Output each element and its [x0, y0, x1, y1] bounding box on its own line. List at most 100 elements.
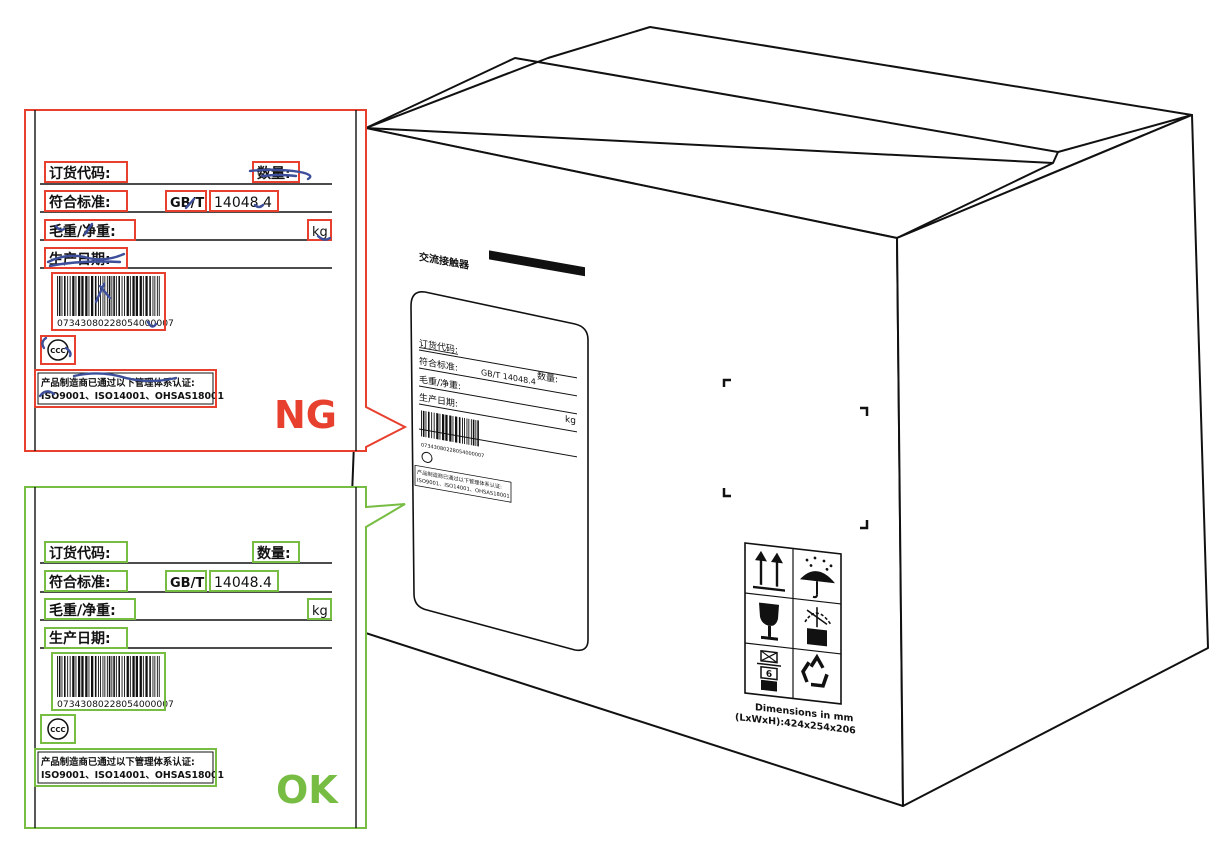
box-label-kg: kg: [565, 415, 576, 427]
barcode-bar: [145, 276, 148, 316]
barcode-bar: [464, 417, 465, 445]
barcode-bar: [115, 656, 117, 697]
barcode-bar: [57, 276, 58, 316]
ng-barcode-number: 07343080228054000007: [57, 318, 174, 329]
barcode-bar: [78, 656, 81, 697]
barcode-bar: [85, 656, 88, 697]
barcode-bar: [158, 276, 160, 316]
barcode-bar: [72, 276, 75, 316]
ng-order-code-box: [44, 161, 128, 183]
barcode-bar: [135, 656, 138, 697]
box-top-flap-line: [365, 57, 1193, 153]
barcode-bar: [75, 656, 77, 697]
ng-weight-label: 毛重/净重:: [49, 223, 116, 240]
ok-quantity-label: 数量:: [257, 545, 291, 562]
barcode-bar: [458, 417, 461, 444]
barcode-bar: [111, 276, 113, 316]
barcode-bar: [115, 276, 117, 316]
barcode-bar: [428, 411, 430, 438]
barcode-bar: [124, 656, 125, 697]
barcode-bar: [468, 418, 470, 445]
barcode-bar: [88, 656, 90, 697]
barcode-bar: [158, 656, 160, 697]
svg-text:CCC: CCC: [50, 726, 65, 734]
barcode-bar: [132, 656, 135, 697]
barcode-bar: [139, 276, 142, 316]
box-top-tape-line: [1052, 151, 1059, 164]
ng-callout-frame: [24, 109, 408, 452]
barcode-bar: [113, 276, 115, 316]
barcode-bar: [104, 656, 106, 697]
barcode-bar: [61, 276, 63, 316]
recycle-icon: [801, 653, 829, 688]
ok-standard-label: 符合标准:: [48, 574, 111, 591]
ng-quantity-label: 数量:: [257, 165, 291, 182]
barcode-bar: [472, 419, 475, 446]
ng-standard-label: 符合标准:: [48, 194, 111, 211]
barcode-bar: [142, 276, 144, 316]
ng-callout: 订货代码: 数量: 符合标准: GB/T 14048.4 毛重/净重: kg 生…: [24, 109, 408, 452]
barcode-bar: [139, 656, 142, 697]
ok-date-label: 生产日期:: [49, 630, 111, 647]
barcode-bar: [470, 419, 472, 446]
barcode-bar: [124, 276, 125, 316]
barcode-bar: [78, 276, 81, 316]
barcode-bar: [81, 656, 84, 697]
barcode-bar: [154, 276, 156, 316]
ok-callout: 订货代码: 数量: 符合标准: GB/T 14048.4 毛重/净重: kg 生…: [24, 486, 406, 829]
box-label-quantity: 数量:: [537, 370, 558, 386]
barcode-bar: [121, 276, 123, 316]
barcode-bar: [64, 276, 66, 316]
barcode-bar: [67, 656, 69, 697]
barcode-bar: [102, 276, 104, 316]
barcode-bar: [121, 656, 123, 697]
box-right-face: [896, 114, 1209, 807]
barcode-bar: [61, 656, 63, 697]
ok-barcode-number: 07343080228054000007: [57, 699, 174, 710]
barcode-bar: [108, 656, 111, 697]
ok-weight-label: 毛重/净重:: [49, 602, 116, 619]
ng-gb-label: GB/T: [170, 196, 204, 211]
ok-gb-label: GB/T: [170, 576, 204, 591]
fragile-icon: [759, 602, 779, 641]
ng-order-code-label: 订货代码:: [49, 165, 111, 182]
barcode-bar: [94, 656, 97, 697]
box-label-ccc-icon: [421, 451, 433, 463]
barcode-bar: [477, 420, 479, 447]
ng-kg-label: kg: [312, 225, 328, 240]
ok-cert-line1: 产品制造商已通过以下管理体系认证:: [41, 756, 195, 768]
ok-kg-label: kg: [312, 604, 328, 619]
barcode-bar: [94, 276, 97, 316]
barcode-bar: [118, 276, 120, 316]
barcode-bar: [69, 276, 71, 316]
barcode-bar: [106, 656, 108, 697]
ng-verdict: NG: [274, 393, 337, 437]
barcode-bar: [126, 656, 129, 697]
ok-barcode: [57, 656, 160, 697]
ok-std-number: 14048.4: [214, 575, 272, 591]
barcode-bar: [100, 656, 101, 697]
barcode-bar: [135, 276, 138, 316]
barcode-bar: [118, 656, 120, 697]
box-label: 交流接触器 订货代码: 符合标准: GB/T 14048.4 数量: 毛重/净重…: [410, 250, 589, 652]
barcode-bar: [67, 276, 69, 316]
stack-number: 6: [766, 669, 772, 680]
barcode-bar: [439, 413, 441, 440]
registration-marks: [722, 378, 869, 530]
barcode-bar: [422, 410, 425, 437]
barcode-bar: [154, 656, 156, 697]
barcode-bar: [100, 276, 101, 316]
barcode-bar: [455, 416, 458, 443]
barcode-bar: [149, 276, 151, 316]
barcode-bar: [58, 276, 61, 316]
temperature-limit-icon: [804, 607, 832, 647]
ng-std-number: 14048.4: [214, 195, 272, 211]
barcode-bar: [72, 656, 75, 697]
box-top-edge: [365, 127, 1054, 239]
barcode-bar: [126, 276, 129, 316]
barcode-bar: [69, 656, 71, 697]
ok-order-code-label: 订货代码:: [49, 545, 111, 562]
barcode-bar: [91, 656, 94, 697]
barcode-bar: [58, 656, 61, 697]
